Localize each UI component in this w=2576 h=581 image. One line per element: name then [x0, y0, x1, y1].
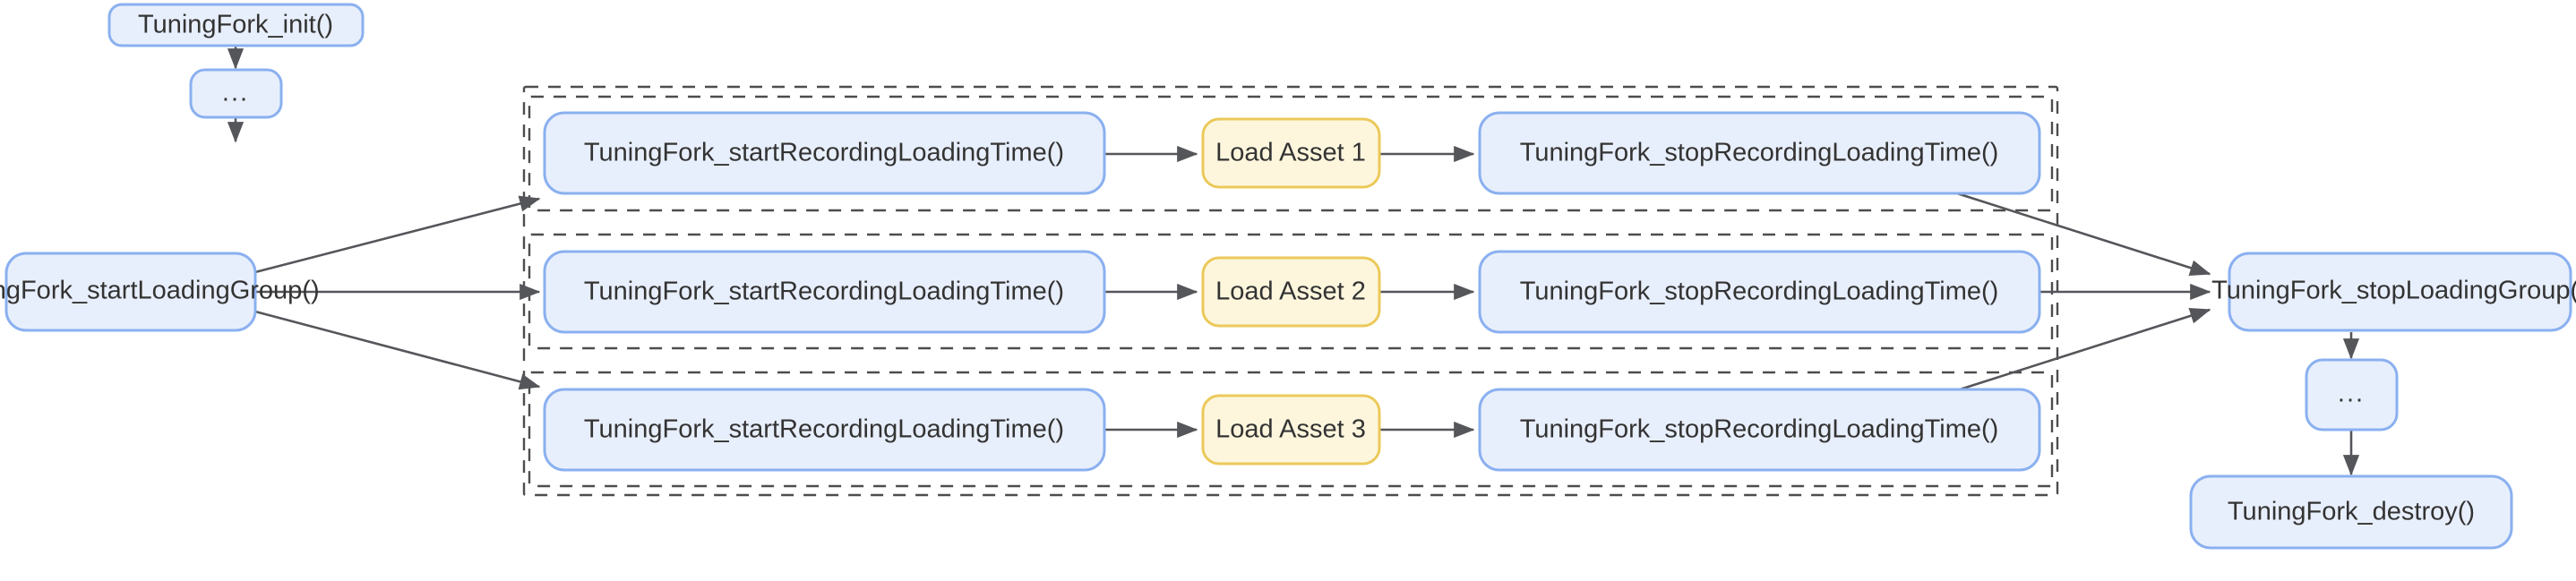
node-tuningfork-init-label: TuningFork_init() [138, 11, 333, 39]
node-row3-load-asset-label: Load Asset 3 [1215, 415, 1366, 444]
node-start-loading-group-label: TuningFork_startLoadingGroup() [0, 277, 320, 305]
node-row3-load-asset[interactable]: Load Asset 3 [1201, 394, 1381, 466]
node-row3-start-recording[interactable]: TuningFork_startRecordingLoadingTime() [543, 388, 1106, 472]
node-row2-stop-recording[interactable]: TuningFork_stopRecordingLoadingTime() [1478, 250, 2041, 334]
node-row1-start-recording-label: TuningFork_startRecordingLoadingTime() [584, 139, 1064, 167]
node-row1-start-recording[interactable]: TuningFork_startRecordingLoadingTime() [543, 111, 1106, 195]
node-stop-loading-group-label: TuningFork_stopLoadingGroup() [2211, 277, 2576, 305]
edge-row3-stop-to-stop-loading-group [1956, 307, 2211, 392]
node-row2-stop-recording-label: TuningFork_stopRecordingLoadingTime() [1520, 278, 1999, 306]
node-tuningfork-destroy[interactable]: TuningFork_destroy() [2189, 474, 2513, 550]
node-tuningfork-stop-loading-group[interactable]: TuningFork_stopLoadingGroup() [2211, 252, 2576, 332]
edge-start-loading-group-to-row1-start [254, 195, 541, 274]
node-row1-stop-recording[interactable]: TuningFork_stopRecordingLoadingTime() [1478, 111, 2041, 195]
node-tuningfork-init[interactable]: TuningFork_init() [107, 3, 365, 47]
node-tuningfork-destroy-label: TuningFork_destroy() [2228, 498, 2475, 526]
cluster-row-1 [528, 95, 2054, 212]
node-ellipsis-top[interactable]: ... [189, 68, 283, 119]
node-row1-stop-recording-label: TuningFork_stopRecordingLoadingTime() [1520, 139, 1999, 167]
node-row3-start-recording-label: TuningFork_startRecordingLoadingTime() [584, 415, 1064, 444]
node-row2-load-asset-label: Load Asset 2 [1215, 278, 1366, 306]
node-row3-stop-recording-label: TuningFork_stopRecordingLoadingTime() [1520, 415, 1999, 444]
node-tuningfork-start-loading-group[interactable]: TuningFork_startLoadingGroup() [0, 252, 320, 332]
cluster-row-3 [528, 371, 2054, 488]
edge-start-loading-group-to-row3-start [254, 310, 541, 390]
node-ellipsis-top-label: ... [222, 79, 249, 107]
edge-row1-stop-to-stop-loading-group [1956, 192, 2211, 277]
node-row3-stop-recording[interactable]: TuningFork_stopRecordingLoadingTime() [1478, 388, 2041, 472]
node-ellipsis-bottom[interactable]: ... [2305, 358, 2399, 431]
node-row2-load-asset[interactable]: Load Asset 2 [1201, 256, 1381, 328]
node-row1-load-asset-label: Load Asset 1 [1215, 139, 1366, 167]
node-ellipsis-bottom-label: ... [2338, 380, 2365, 408]
node-row1-load-asset[interactable]: Load Asset 1 [1201, 117, 1381, 189]
node-row2-start-recording[interactable]: TuningFork_startRecordingLoadingTime() [543, 250, 1106, 334]
node-row2-start-recording-label: TuningFork_startRecordingLoadingTime() [584, 278, 1064, 306]
